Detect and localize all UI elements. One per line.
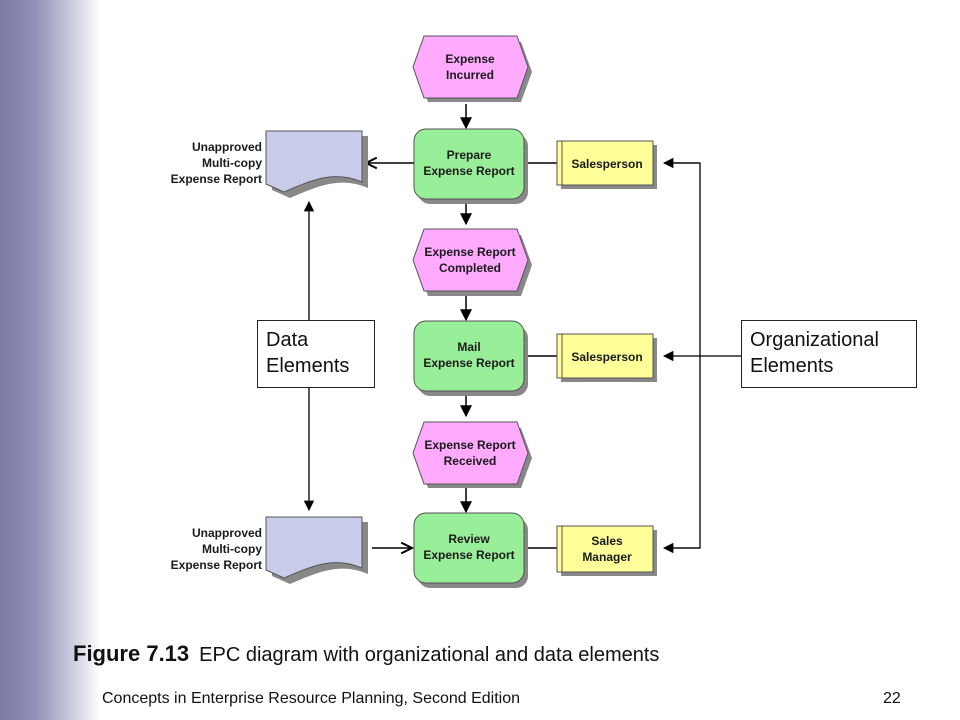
org-unit-label: Salesperson	[571, 157, 642, 171]
function-prepare-expense-report: Prepare Expense Report	[413, 128, 528, 204]
event-expense-report-received: Expense Report Received	[412, 421, 532, 488]
document-label-line2: Multi-copy	[202, 156, 262, 170]
footer-page-number: 22	[883, 690, 901, 707]
org-unit-label: Salesperson	[571, 350, 642, 364]
document-label-line3: Expense Report	[171, 558, 262, 572]
function-label-line2: Expense Report	[423, 164, 514, 178]
figure-caption-text: EPC diagram with organizational and data…	[199, 644, 660, 666]
function-label-line1: Review	[448, 532, 490, 546]
figure-number: Figure 7.13	[73, 641, 190, 666]
document-label-line1: Unapproved	[192, 526, 262, 540]
function-label-line1: Mail	[457, 340, 480, 354]
footer-book-title: Concepts in Enterprise Resource Planning…	[102, 690, 521, 707]
org-unit-sales-manager: Sales Manager	[556, 525, 657, 576]
epc-diagram: Expense Incurred Expense Report Complete…	[171, 35, 741, 588]
org-unit-salesperson: Salesperson	[556, 333, 657, 382]
function-label-line2: Expense Report	[423, 548, 514, 562]
organizational-elements-callout: Organizational Elements	[741, 320, 917, 388]
event-label-line2: Incurred	[446, 68, 494, 82]
event-label-line1: Expense	[445, 52, 495, 66]
org-unit-label-line2: Manager	[582, 550, 632, 564]
event-label-line2: Received	[444, 454, 497, 468]
event-label-line2: Completed	[439, 261, 501, 275]
slide-side-bar	[0, 0, 100, 720]
figure-caption: Figure 7.13 EPC diagram with organization…	[73, 641, 659, 667]
org-callout-line2: Elements	[750, 355, 834, 377]
event-label-line1: Expense Report	[424, 438, 515, 452]
function-label-line1: Prepare	[447, 148, 492, 162]
org-unit-label-line1: Sales	[591, 534, 623, 548]
event-expense-incurred: Expense Incurred	[412, 35, 532, 102]
org-callout-line1: Organizational	[750, 329, 879, 351]
document-unapproved-report: Unapproved Multi-copy Expense Report	[171, 130, 368, 198]
document-label-line3: Expense Report	[171, 172, 262, 186]
document-label-line2: Multi-copy	[202, 542, 262, 556]
document-label-line1: Unapproved	[192, 140, 262, 154]
document-unapproved-report: Unapproved Multi-copy Expense Report	[171, 516, 368, 584]
event-label-line1: Expense Report	[424, 245, 515, 259]
org-unit-salesperson: Salesperson	[556, 140, 657, 189]
data-callout-line1: Data	[266, 329, 309, 351]
function-review-expense-report: Review Expense Report	[413, 512, 528, 588]
function-label-line2: Expense Report	[423, 356, 514, 370]
data-elements-callout: Data Elements	[257, 320, 375, 388]
event-expense-report-completed: Expense Report Completed	[412, 228, 532, 296]
connectors	[303, 104, 741, 548]
data-callout-line2: Elements	[266, 355, 350, 377]
function-mail-expense-report: Mail Expense Report	[413, 320, 528, 396]
